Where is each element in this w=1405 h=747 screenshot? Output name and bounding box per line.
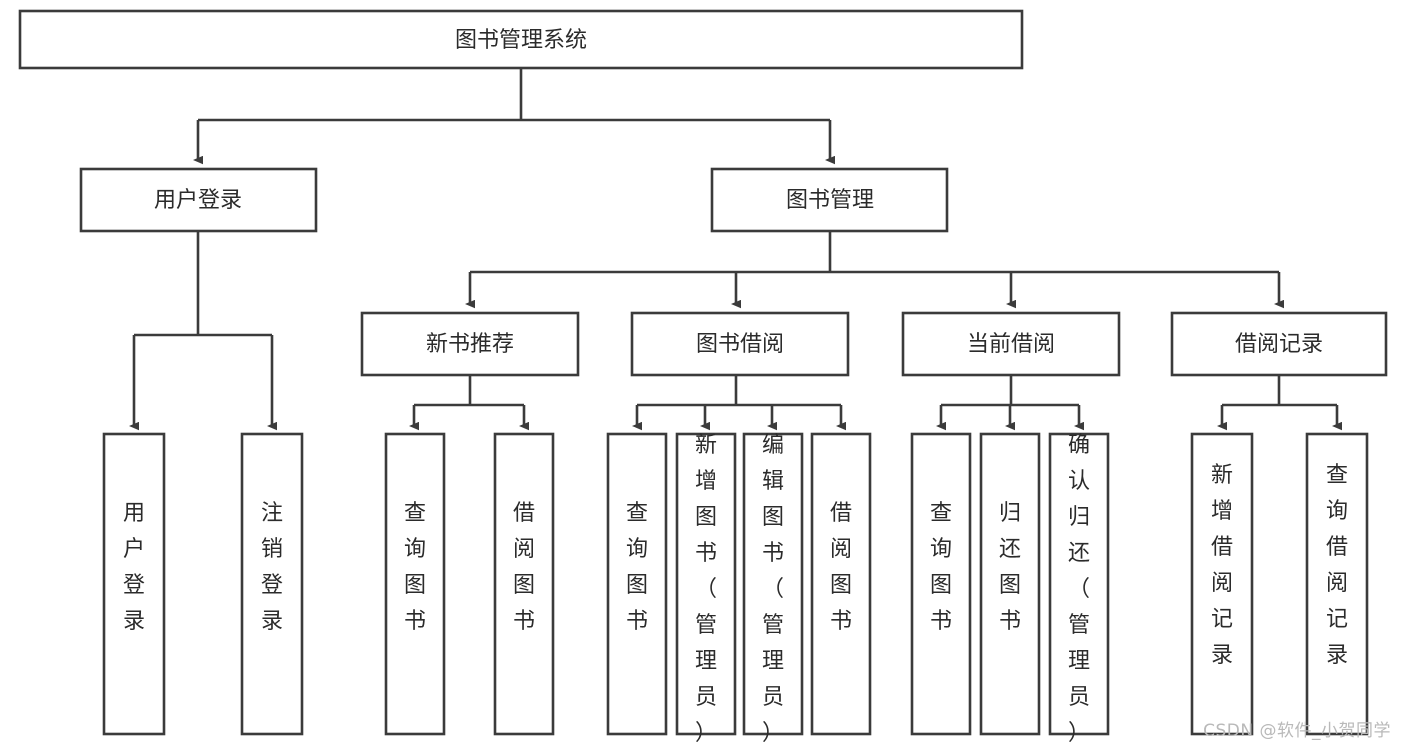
- leaf-return-book-box[interactable]: [979, 432, 1041, 736]
- node-root-label: 图书管理系统: [455, 28, 587, 53]
- node-borrow-record-label: 借阅记录: [1235, 332, 1323, 357]
- leaf-query-book-1-box[interactable]: [384, 432, 446, 736]
- leaf-logout-login[interactable]: 注销登录: [240, 432, 304, 736]
- leaf-add-book-label: 新增图书（管理员）: [695, 433, 717, 746]
- node-new-book-recommend-box[interactable]: [360, 311, 580, 377]
- node-book-management-label: 图书管理: [786, 188, 874, 213]
- leaf-user-login-label: 用户登录: [123, 501, 145, 634]
- node-root-box[interactable]: [18, 9, 1024, 70]
- leaf-query-record-label: 查询借阅记录: [1326, 463, 1348, 668]
- node-book-borrow[interactable]: 图书借阅: [630, 311, 850, 377]
- node-current-borrow-label: 当前借阅: [967, 332, 1055, 357]
- leaf-query-book-3-label: 查询图书: [930, 501, 952, 634]
- leaf-edit-book-label: 编辑图书（管理员）: [762, 433, 784, 746]
- leaf-add-record-label: 新增借阅记录: [1211, 463, 1233, 668]
- leaf-add-record[interactable]: 新增借阅记录: [1190, 432, 1254, 736]
- node-current-borrow[interactable]: 当前借阅: [901, 311, 1121, 377]
- leaf-logout-login-box[interactable]: [240, 432, 304, 736]
- node-user-login-box[interactable]: [79, 167, 318, 233]
- node-new-book-recommend[interactable]: 新书推荐: [360, 311, 580, 377]
- leaf-add-book[interactable]: 新增图书（管理员）: [675, 432, 737, 746]
- leaf-query-book-2-box[interactable]: [606, 432, 668, 736]
- leaf-return-book-label: 归还图书: [999, 501, 1021, 634]
- connector-layer: [129, 68, 1342, 431]
- node-book-management-box[interactable]: [710, 167, 949, 233]
- leaf-add-record-box[interactable]: [1190, 432, 1254, 736]
- leaf-borrow-book-2[interactable]: 借阅图书: [810, 432, 872, 736]
- node-book-borrow-box[interactable]: [630, 311, 850, 377]
- leaf-borrow-book-1[interactable]: 借阅图书: [493, 432, 555, 736]
- leaf-borrow-book-1-box[interactable]: [493, 432, 555, 736]
- node-root[interactable]: 图书管理系统: [18, 9, 1024, 70]
- leaf-edit-book[interactable]: 编辑图书（管理员）: [742, 432, 804, 746]
- leaf-query-book-2-label: 查询图书: [626, 501, 648, 634]
- leaf-logout-login-label: 注销登录: [261, 501, 283, 634]
- leaf-query-book-1-label: 查询图书: [404, 501, 426, 634]
- node-current-borrow-box[interactable]: [901, 311, 1121, 377]
- node-book-borrow-label: 图书借阅: [696, 332, 784, 357]
- node-borrow-record-box[interactable]: [1170, 311, 1388, 377]
- leaf-query-book-2[interactable]: 查询图书: [606, 432, 668, 736]
- leaf-user-login-box[interactable]: [102, 432, 166, 736]
- node-new-book-recommend-label: 新书推荐: [426, 332, 514, 357]
- leaf-confirm-return-box[interactable]: [1048, 432, 1110, 736]
- leaf-confirm-return[interactable]: 确认归还（管理员）: [1048, 432, 1110, 746]
- leaf-query-book-3-box[interactable]: [910, 432, 972, 736]
- leaf-borrow-book-2-box[interactable]: [810, 432, 872, 736]
- leaf-edit-book-box[interactable]: [742, 432, 804, 736]
- node-user-login-label: 用户登录: [154, 188, 242, 213]
- leaf-borrow-book-1-label: 借阅图书: [513, 501, 535, 634]
- node-borrow-record[interactable]: 借阅记录: [1170, 311, 1388, 377]
- leaf-add-book-box[interactable]: [675, 432, 737, 736]
- csdn-watermark: CSDN @软件_小贺同学: [1203, 721, 1391, 741]
- leaf-query-record[interactable]: 查询借阅记录: [1305, 432, 1369, 736]
- node-user-login[interactable]: 用户登录: [79, 167, 318, 233]
- leaf-return-book[interactable]: 归还图书: [979, 432, 1041, 736]
- node-book-management[interactable]: 图书管理: [710, 167, 949, 233]
- leaf-query-book-3[interactable]: 查询图书: [910, 432, 972, 736]
- leaf-confirm-return-label: 确认归还（管理员）: [1068, 433, 1090, 746]
- leaf-borrow-book-2-label: 借阅图书: [830, 501, 852, 634]
- leaf-user-login[interactable]: 用户登录: [102, 432, 166, 736]
- leaf-query-record-box[interactable]: [1305, 432, 1369, 736]
- leaf-query-book-1[interactable]: 查询图书: [384, 432, 446, 736]
